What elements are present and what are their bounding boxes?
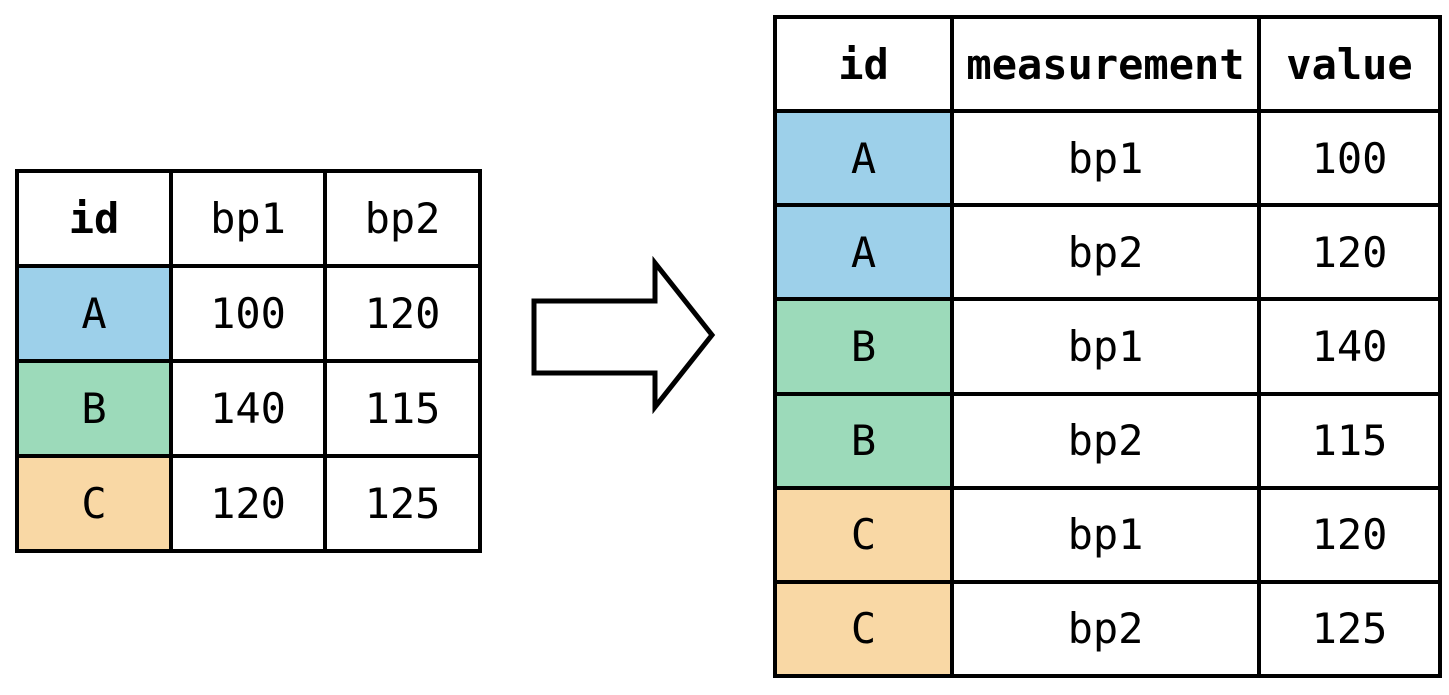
measurement-cell: bp1	[950, 297, 1261, 396]
long-header-measurement: measurement	[950, 14, 1261, 114]
value-cell: 125	[323, 454, 482, 553]
wide-table-header-row: id bp1 bp2	[15, 169, 482, 268]
measurement-cell: bp1	[950, 485, 1261, 584]
value-cell: 120	[1257, 203, 1442, 302]
table-row: C bp2 125	[773, 579, 1442, 679]
table-row: A bp1 100	[773, 109, 1442, 208]
long-table-header-row: id measurement value	[773, 14, 1442, 114]
id-cell-b: B	[15, 359, 173, 458]
value-cell: 120	[323, 264, 482, 363]
measurement-cell: bp2	[950, 579, 1261, 679]
long-header-value: value	[1257, 14, 1442, 114]
wide-header-bp2: bp2	[323, 169, 482, 268]
table-row: B bp2 115	[773, 391, 1442, 490]
wide-table: id bp1 bp2 A 100 120 B 140 115 C 120 125	[15, 169, 482, 553]
table-row: A bp2 120	[773, 203, 1442, 302]
long-header-id: id	[773, 14, 954, 114]
value-cell: 115	[323, 359, 482, 458]
value-cell: 115	[1257, 391, 1442, 490]
id-cell-b: B	[773, 391, 954, 490]
measurement-cell: bp2	[950, 203, 1261, 302]
value-cell: 120	[169, 454, 327, 553]
table-row: A 100 120	[15, 264, 482, 363]
value-cell: 120	[1257, 485, 1442, 584]
id-cell-a: A	[15, 264, 173, 363]
value-cell: 125	[1257, 579, 1442, 679]
id-cell-c: C	[773, 579, 954, 679]
measurement-cell: bp1	[950, 109, 1261, 208]
id-cell-a: A	[773, 109, 954, 208]
value-cell: 140	[169, 359, 327, 458]
transform-arrow-icon	[529, 255, 719, 415]
long-table: id measurement value A bp1 100 A bp2 120…	[773, 14, 1442, 679]
value-cell: 140	[1257, 297, 1442, 396]
id-cell-b: B	[773, 297, 954, 396]
id-cell-c: C	[15, 454, 173, 553]
value-cell: 100	[169, 264, 327, 363]
table-row: C 120 125	[15, 454, 482, 553]
wide-header-bp1: bp1	[169, 169, 327, 268]
wide-header-id: id	[15, 169, 173, 268]
id-cell-a: A	[773, 203, 954, 302]
measurement-cell: bp2	[950, 391, 1261, 490]
table-row: B bp1 140	[773, 297, 1442, 396]
table-row: C bp1 120	[773, 485, 1442, 584]
table-row: B 140 115	[15, 359, 482, 458]
value-cell: 100	[1257, 109, 1442, 208]
id-cell-c: C	[773, 485, 954, 584]
